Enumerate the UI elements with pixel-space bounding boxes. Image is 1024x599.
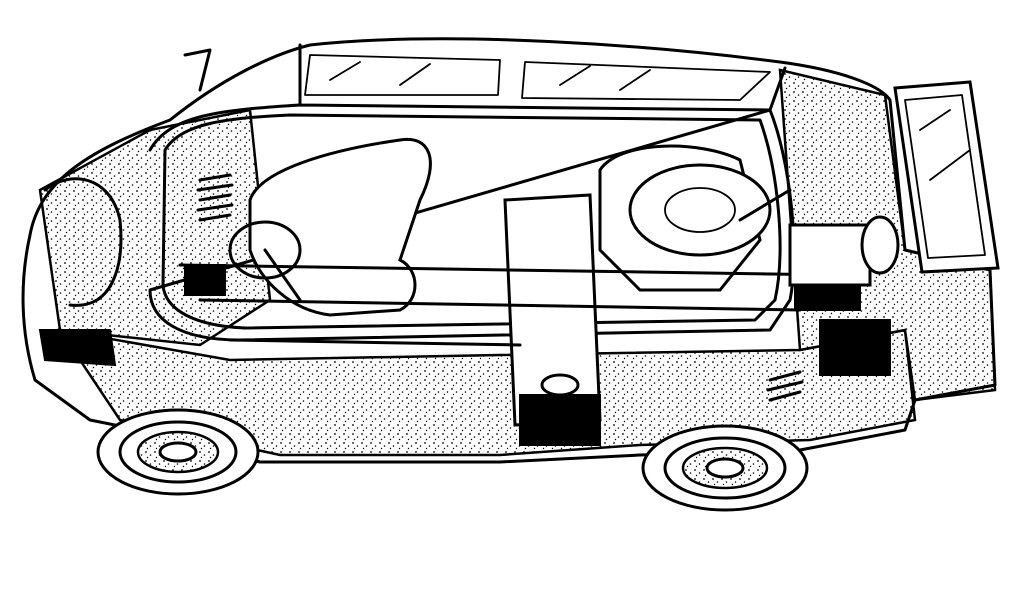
roof-frame-inner <box>161 113 782 330</box>
rear-wheel <box>641 424 809 512</box>
roof-frame <box>148 43 796 342</box>
side-window-front <box>304 54 501 96</box>
rear-suspension-spring <box>766 370 804 402</box>
engine-block <box>788 223 872 287</box>
front-bumper-block <box>38 329 117 367</box>
battery <box>819 319 891 376</box>
front-seat <box>248 137 432 317</box>
glass-reflection <box>329 61 651 91</box>
body-outline <box>21 37 997 464</box>
front-wheel <box>96 408 260 496</box>
spare-wheel <box>628 163 772 257</box>
fuel-cap <box>540 373 580 397</box>
fuel-tank <box>519 394 601 446</box>
side-mirror <box>183 48 212 92</box>
chassis-rails <box>178 263 842 347</box>
pedal-box <box>184 264 226 296</box>
front-suspension-spring <box>196 173 234 222</box>
steering-column <box>263 248 302 302</box>
front-left-tyre <box>43 177 123 307</box>
side-window-rear <box>521 61 771 101</box>
drive-shaft <box>738 188 792 222</box>
engine-pulley <box>860 215 900 275</box>
steering-wheel <box>228 220 302 280</box>
hatch-glass <box>904 94 986 259</box>
transmission <box>794 284 861 311</box>
spare-wheel-hub <box>664 187 736 233</box>
